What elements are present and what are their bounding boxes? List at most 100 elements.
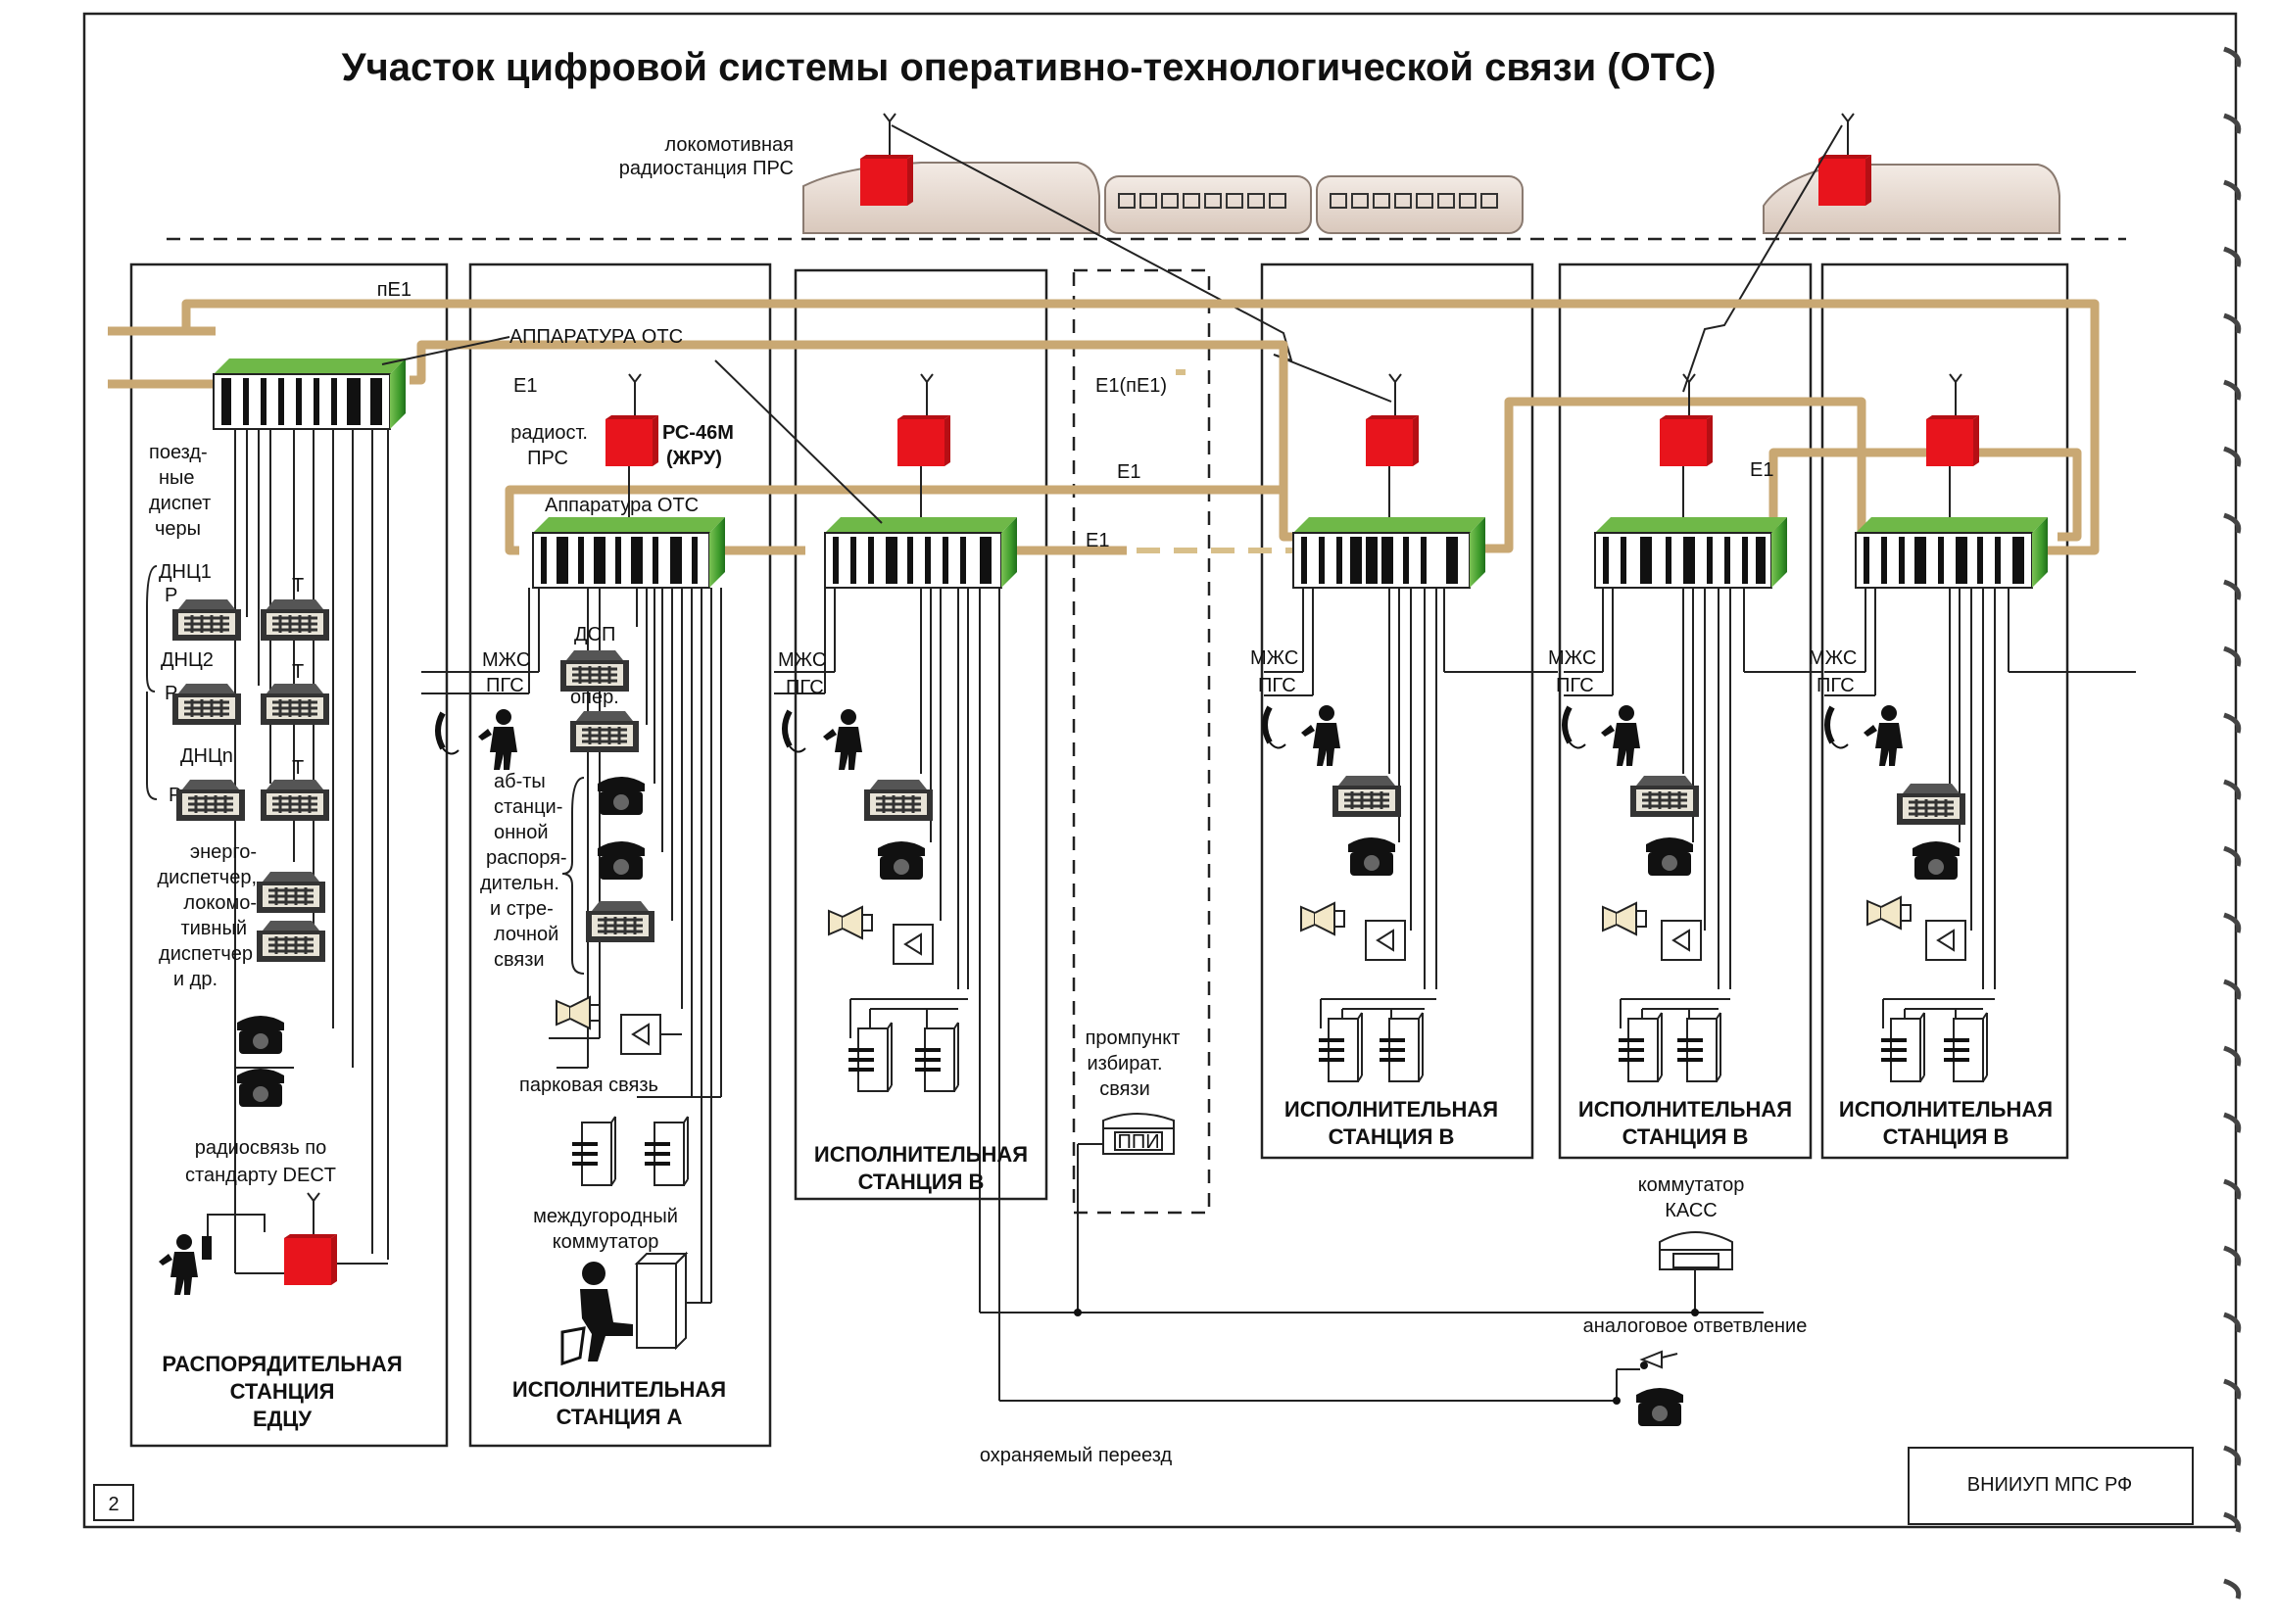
phone-dnc2-t [259,682,331,727]
station-box-b1 [794,268,1048,1201]
station-b2-lines [1264,588,1558,1028]
handset-b2 [1265,707,1285,748]
label-radio-prs-2: ПРС [527,448,568,469]
handset-b3 [1565,707,1585,748]
station-box-a [468,263,772,1448]
station-b1-title-2: СТАНЦИЯ В [858,1170,985,1194]
phone-energy-2 [255,919,327,964]
person-b2 [1301,705,1340,766]
dect-base-radio [283,1192,338,1286]
label-energy-5: диспетчер [159,943,253,965]
label-r-1: Р [165,585,177,606]
label-train-dispatchers-1: поезд- [149,442,208,463]
label-mzhs-a: МЖС [482,649,530,671]
phone-dnc1-t [259,597,331,643]
label-apparatus-ots-caps: АППАРАТУРА ОТС [509,326,683,348]
speaker-b2 [1300,902,1345,935]
cabinet-b1-2 [913,1021,960,1093]
label-subs-3: онной [494,822,549,843]
speaker-b1 [828,906,873,939]
cabinet-a-1 [570,1115,617,1187]
speaker-b3 [1602,902,1647,935]
radio-station-a [605,373,659,467]
label-energy-3: локомо- [183,892,257,914]
label-pgs-a: ПГС [486,675,524,696]
label-mzhs-b3: МЖС [1548,647,1596,669]
phone-dsp [558,648,631,693]
label-energy-2: диспетчер, [157,867,257,888]
label-mzhs-b4: МЖС [1809,647,1857,669]
label-subs-7: лочной [494,924,558,945]
label-energy-1: энерго- [190,841,257,863]
station-edcu-title-3: ЕДЦУ [253,1407,312,1431]
label-e1-b: Е1 [1117,461,1140,483]
phone-b4 [1895,782,1967,827]
label-mzhs-b1: МЖС [778,649,826,671]
label-kass-1: коммутатор [1638,1174,1745,1196]
phone-dnc2-r [170,682,243,727]
radio-station-b2 [1365,373,1420,467]
station-b2-title-1: ИСПОЛНИТЕЛЬНАЯ [1284,1097,1498,1122]
phone-dncn-r [174,778,247,823]
phone-b1 [862,778,935,823]
loco-radio-right [1817,113,1872,207]
dispatcher-bracket [146,565,158,800]
equipment-b1 [824,517,1017,589]
rotary-phone-b2 [1348,837,1395,876]
station-b1-title-1: ИСПОЛНИТЕЛЬНАЯ [814,1142,1028,1167]
cabinet-b3-2 [1675,1011,1722,1083]
label-t-2: Т [292,661,304,683]
station-b4-title-1: ИСПОЛНИТЕЛЬНАЯ [1839,1097,2053,1122]
label-pgs-b4: ПГС [1816,675,1855,696]
person-b1 [823,709,862,770]
label-subs-5: дительн. [480,873,559,894]
label-t-1: Т [292,575,304,597]
label-park: парковая связь [519,1075,658,1096]
amp-b4 [1925,920,1966,961]
dect-handset-icon [202,1236,212,1260]
label-dect-1: радиосвязь по [195,1137,327,1159]
label-dsp: ДСП [574,624,615,645]
operator-icon [560,1251,689,1366]
label-subs-1: аб-ты [494,771,546,792]
label-longdist-1: междугородный [533,1206,678,1227]
rotary-phone-b1 [878,841,925,880]
station-a-title-2: СТАНЦИЯ А [557,1405,683,1429]
label-dncn: ДНЦn [180,745,233,767]
label-e1-c: Е1 [1086,530,1109,551]
page-number: 2 [108,1494,119,1515]
person-b3 [1601,705,1640,766]
label-train-dispatchers-2: ные [159,467,195,489]
label-guarded-crossing: охраняемый переезд [980,1445,1173,1466]
label-promptpunkt-3: связи [1099,1078,1150,1100]
station-box-b4 [1820,263,2069,1160]
loco-radio-label-1: локомотивная [664,134,794,156]
rotary-phone-b3 [1646,837,1693,876]
label-longdist-2: коммутатор [553,1231,659,1253]
label-mzhs-b2: МЖС [1250,647,1298,669]
cabinet-b4-2 [1942,1011,1989,1083]
rotary-phone-edcu-2 [237,1069,284,1107]
phone-dnc1-r [170,597,243,643]
amp-b1 [893,924,934,965]
equipment-edcu [213,358,406,430]
label-ne1: пЕ1 [377,279,412,301]
station-b3-title-2: СТАНЦИЯ В [1622,1124,1749,1149]
station-b2-title-2: СТАНЦИЯ В [1329,1124,1455,1149]
label-ppi: ППИ [1117,1131,1159,1153]
station-b3-title-1: ИСПОЛНИТЕЛЬНАЯ [1578,1097,1792,1122]
label-rs46m-1: РС-46М [662,422,734,444]
page-number-box [93,1484,134,1521]
station-b4-lines [1824,588,2136,1028]
label-e1-ne1: Е1(пЕ1) [1095,375,1167,397]
label-energy-6: и др. [173,969,218,990]
station-box-edcu [129,263,449,1448]
person-a [478,709,517,770]
label-apparatus-ots: Аппаратура ОТС [545,495,699,516]
label-pgs-b3: ПГС [1556,675,1594,696]
station-a-title-1: ИСПОЛНИТЕЛЬНАЯ [512,1377,726,1402]
label-dect-2: стандарту DECT [185,1165,336,1186]
label-train-dispatchers-3: диспет [149,493,211,514]
label-dnc2: ДНЦ2 [161,649,214,671]
spiral-binding [2223,46,2242,1600]
